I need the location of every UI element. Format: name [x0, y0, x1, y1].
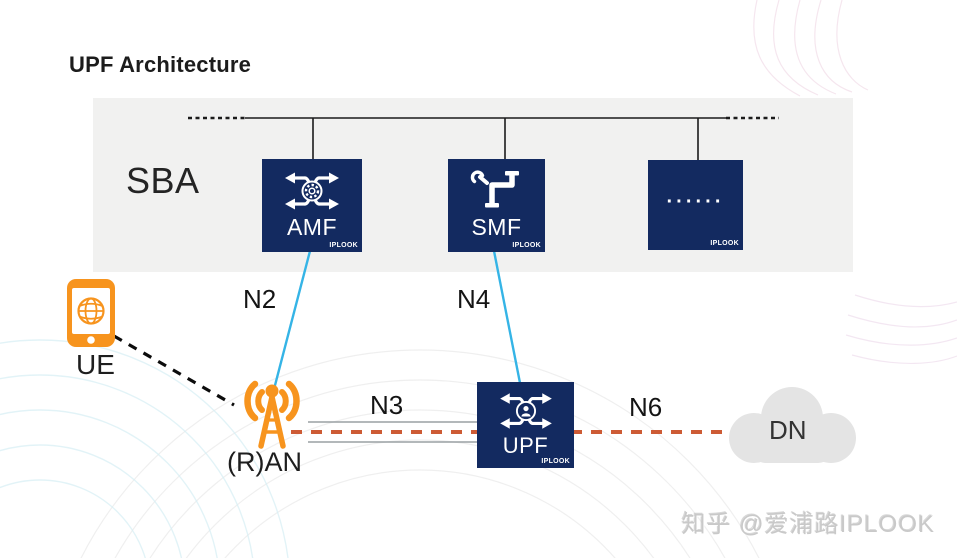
amf-node: AMF IPLOOK	[262, 159, 362, 252]
smf-node: SMF IPLOOK	[448, 159, 545, 252]
ue-device	[66, 278, 116, 348]
more-nfs-node: ······ IPLOOK	[648, 160, 743, 250]
n4-label: N4	[457, 284, 491, 314]
dn-label: DN	[769, 415, 807, 445]
n2-label: N2	[243, 284, 277, 314]
n3-label: N3	[370, 390, 404, 420]
upf-label: UPF	[502, 433, 549, 458]
upf-node: UPF IPLOOK	[477, 382, 574, 468]
n2-link	[271, 250, 312, 394]
amf-label: AMF	[286, 214, 338, 240]
more-nfs-label: ······	[666, 190, 725, 213]
ue-ran-link	[113, 334, 235, 407]
smf-label: SMF	[471, 214, 522, 240]
n6-label: N6	[629, 392, 663, 422]
pipe-wrench-icon	[470, 170, 519, 208]
iplook-logo: IPLOOK	[541, 458, 570, 465]
sba-label: SBA	[126, 160, 200, 201]
ran-antenna	[227, 376, 317, 450]
diagram-title: UPF Architecture	[69, 52, 252, 77]
iplook-logo: IPLOOK	[710, 240, 739, 247]
watermark: 知乎 @爱浦路IPLOOK	[681, 511, 935, 538]
exchange-user-icon	[499, 393, 552, 429]
iplook-logo: IPLOOK	[512, 242, 541, 249]
ran-label: (R)AN	[227, 447, 302, 477]
ue-label: UE	[76, 349, 115, 380]
iplook-logo: IPLOOK	[329, 242, 358, 249]
smartphone-globe-icon	[67, 279, 115, 347]
exchange-gear-icon	[285, 172, 339, 210]
radio-tower-icon	[244, 380, 300, 449]
